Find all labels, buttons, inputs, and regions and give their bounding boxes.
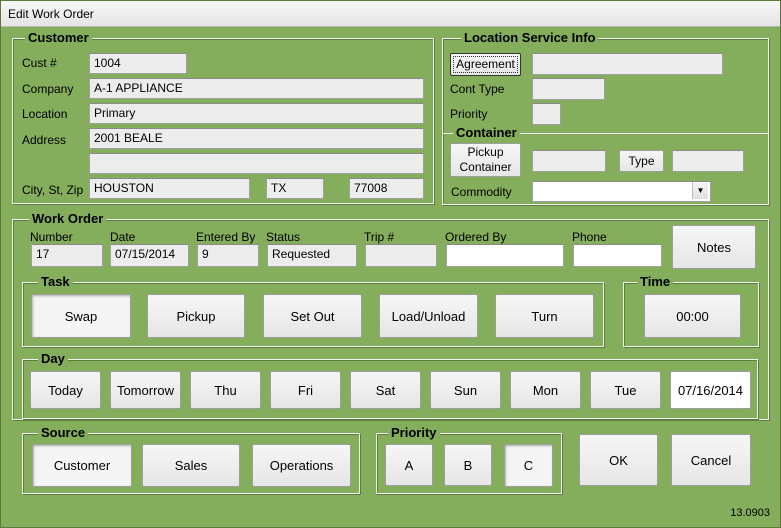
- version-label: 13.0903: [730, 507, 770, 519]
- company-field[interactable]: A-1 APPLIANCE: [89, 78, 424, 99]
- date-label: Date: [110, 230, 136, 244]
- priority-a-button[interactable]: A: [385, 444, 433, 486]
- number-field[interactable]: 17: [31, 244, 103, 267]
- date-field[interactable]: 07/15/2014: [110, 244, 189, 267]
- location-field[interactable]: Primary: [89, 103, 424, 124]
- cont-type-field[interactable]: [532, 78, 605, 100]
- priority-label: Priority: [450, 107, 488, 121]
- time-group: Time: [623, 273, 759, 347]
- container-type-button[interactable]: Type: [619, 150, 664, 172]
- ordered-by-field[interactable]: [446, 244, 564, 267]
- day-sun-button[interactable]: Sun: [430, 371, 501, 409]
- time-button[interactable]: 00:00: [644, 294, 741, 338]
- container-group: Container: [442, 124, 769, 205]
- priority-c-button[interactable]: C: [504, 444, 553, 487]
- state-field[interactable]: TX: [266, 178, 324, 199]
- source-customer-button[interactable]: Customer: [32, 444, 132, 487]
- ordered-by-label: Ordered By: [445, 230, 507, 244]
- priority-group: Priority: [376, 424, 562, 494]
- ok-button[interactable]: OK: [579, 434, 658, 486]
- chevron-down-icon[interactable]: ▼: [692, 182, 708, 199]
- commodity-select[interactable]: [532, 181, 711, 202]
- work-order-legend: Work Order: [29, 210, 107, 228]
- task-set-out-button[interactable]: Set Out: [263, 294, 362, 338]
- container-legend: Container: [453, 124, 520, 142]
- work-order-group: Work Order: [12, 210, 769, 420]
- cont-type-label: Cont Type: [450, 82, 505, 96]
- task-legend: Task: [38, 273, 73, 291]
- cust-no-field[interactable]: 1004: [89, 53, 187, 74]
- cancel-button[interactable]: Cancel: [671, 434, 751, 486]
- day-today-button[interactable]: Today: [30, 371, 101, 409]
- entered-by-label: Entered By: [196, 230, 256, 244]
- source-legend: Source: [38, 424, 89, 442]
- pickup-container-field[interactable]: [532, 150, 606, 172]
- customer-group: Customer: [12, 29, 434, 204]
- cust-no-label: Cust #: [22, 56, 57, 70]
- priority-field[interactable]: [532, 103, 561, 125]
- customer-legend: Customer: [25, 29, 92, 47]
- source-operations-button[interactable]: Operations: [252, 444, 351, 487]
- day-tue-button[interactable]: Tue: [590, 371, 661, 409]
- company-label: Company: [22, 82, 74, 96]
- address-line2-field[interactable]: [89, 153, 424, 174]
- day-sat-button[interactable]: Sat: [350, 371, 421, 409]
- priority-legend: Priority: [388, 424, 440, 442]
- zip-field[interactable]: 77008: [349, 178, 424, 199]
- priority-b-button[interactable]: B: [444, 444, 492, 486]
- status-field[interactable]: Requested: [267, 244, 357, 267]
- location-label: Location: [22, 107, 68, 121]
- window-title: Edit Work Order: [1, 1, 780, 27]
- task-pickup-button[interactable]: Pickup: [147, 294, 245, 338]
- source-group: Source: [22, 424, 360, 494]
- trip-field[interactable]: [365, 244, 437, 267]
- status-label: Status: [266, 230, 301, 244]
- notes-button[interactable]: Notes: [672, 225, 756, 269]
- pickup-container-button[interactable]: Pickup Container: [450, 143, 521, 177]
- day-fri-button[interactable]: Fri: [270, 371, 341, 409]
- task-group: Task: [22, 273, 604, 347]
- agreement-field[interactable]: [532, 53, 723, 75]
- city-field[interactable]: HOUSTON: [89, 178, 250, 199]
- location-service-legend: Location Service Info: [461, 29, 599, 47]
- city-st-zip-label: City, St, Zip: [22, 183, 84, 197]
- task-load-unload-button[interactable]: Load/Unload: [379, 294, 478, 338]
- commodity-label: Commodity: [451, 185, 512, 199]
- phone-label: Phone: [572, 230, 607, 244]
- container-type-field[interactable]: [672, 150, 744, 172]
- day-thu-button[interactable]: Thu: [190, 371, 261, 409]
- trip-label: Trip #: [364, 230, 395, 244]
- day-group: Day: [22, 350, 758, 419]
- day-date-button[interactable]: 07/16/2014: [670, 371, 751, 409]
- time-legend: Time: [637, 273, 674, 291]
- number-label: Number: [30, 230, 73, 244]
- source-sales-button[interactable]: Sales: [142, 444, 240, 487]
- address-label: Address: [22, 133, 67, 147]
- day-legend: Day: [38, 350, 68, 368]
- entered-by-field[interactable]: 9: [197, 244, 259, 267]
- day-mon-button[interactable]: Mon: [510, 371, 581, 409]
- task-turn-button[interactable]: Turn: [495, 294, 594, 338]
- agreement-button[interactable]: Agreement: [450, 53, 521, 76]
- day-tomorrow-button[interactable]: Tomorrow: [110, 371, 181, 409]
- task-swap-button[interactable]: Swap: [31, 294, 131, 338]
- phone-field[interactable]: [573, 244, 662, 267]
- location-service-group: Location Service Info: [442, 29, 769, 205]
- address-line1-field[interactable]: 2001 BEALE: [89, 128, 424, 149]
